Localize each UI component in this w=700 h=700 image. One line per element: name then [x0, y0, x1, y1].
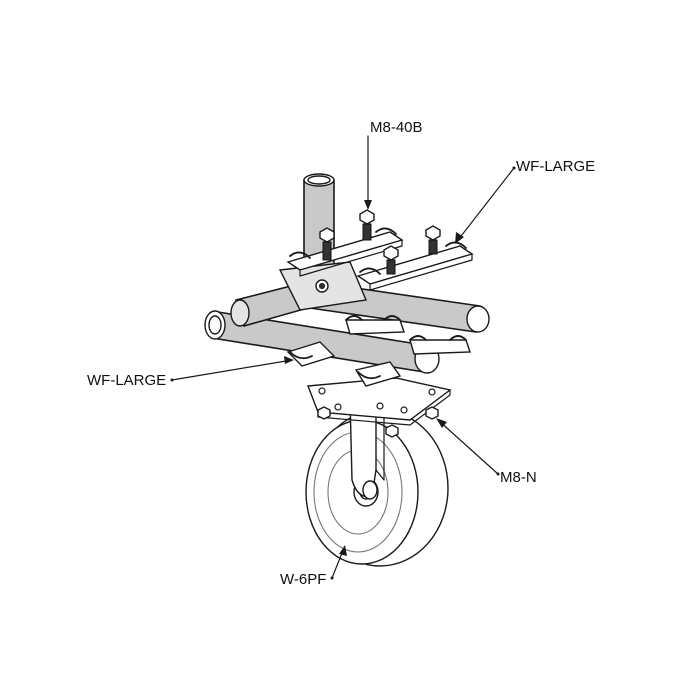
bolt-group [319, 209, 441, 275]
nut-group [317, 406, 439, 438]
bottom-bracket [286, 341, 402, 387]
top-bracket-right [356, 241, 474, 291]
label-nut: M8-N [500, 469, 537, 486]
central-joint [278, 261, 367, 311]
label-bracket-left: WF-LARGE [87, 372, 166, 389]
label-bolt: M8-40B [370, 119, 423, 136]
right-bracket [409, 335, 471, 355]
front-tube [204, 310, 440, 374]
top-bracket-left [286, 227, 404, 277]
label-bracket-top: WF-LARGE [516, 158, 595, 175]
middle-bracket [345, 315, 405, 335]
label-wheel: W-6PF [280, 571, 326, 588]
leader-lines [171, 135, 515, 579]
